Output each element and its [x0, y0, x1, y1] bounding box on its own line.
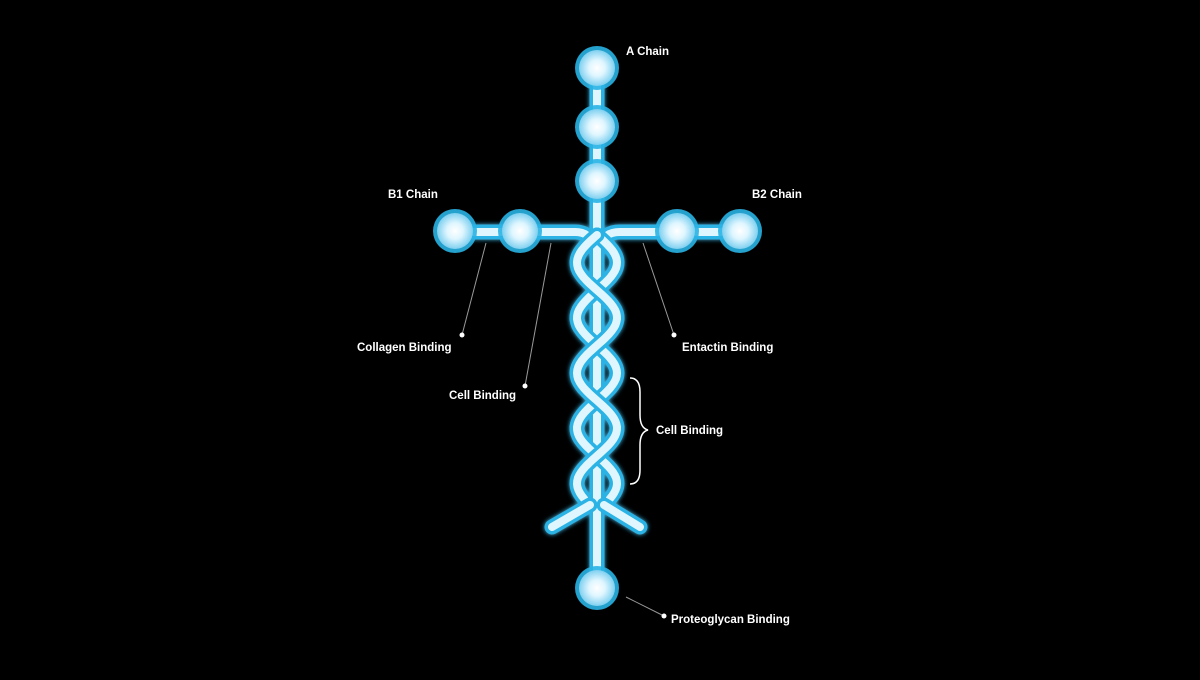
proteoglycan-binding-leader: [625, 596, 665, 617]
cell-binding-brace: [629, 377, 649, 485]
cell-binding-left-label: Cell Binding: [449, 390, 517, 402]
collagen-binding-leader-dot: [459, 332, 465, 338]
b1-bead-inner: [502, 213, 538, 249]
tail-left-core: [548, 501, 594, 531]
a-chain-bead-2: [579, 109, 615, 145]
b1-chain-label: B1 Chain: [388, 189, 438, 201]
proteoglycan-binding-leader-dot: [661, 613, 667, 619]
collagen-binding-leader: [461, 242, 487, 336]
cell-binding-leader-dot: [522, 383, 528, 389]
proteoglycan-binding-label: Proteoglycan Binding: [671, 614, 790, 626]
globular-domains: [433, 46, 762, 610]
chain-strands: [447, 60, 746, 596]
b2-bead-outer: [722, 213, 758, 249]
entactin-binding-leader-dot: [671, 332, 677, 338]
tail-right-core: [600, 501, 644, 531]
a-chain-label: A Chain: [626, 46, 670, 58]
helix-strand-2-core: [573, 231, 621, 503]
cell-binding-right-label: Cell Binding: [656, 425, 724, 437]
leader-lines: [459, 242, 677, 619]
a-chain-bead-3: [579, 163, 615, 199]
cell-binding-leader: [524, 242, 552, 387]
b1-bead-outer: [437, 213, 473, 249]
b2-chain-label: B2 Chain: [752, 189, 802, 201]
entactin-binding-leader: [642, 242, 675, 336]
collagen-binding-label: Collagen Binding: [357, 342, 452, 354]
bottom-bead: [579, 570, 615, 606]
b2-bead-inner: [659, 213, 695, 249]
a-chain-bead-1: [579, 50, 615, 86]
entactin-binding-label: Entactin Binding: [682, 342, 774, 354]
